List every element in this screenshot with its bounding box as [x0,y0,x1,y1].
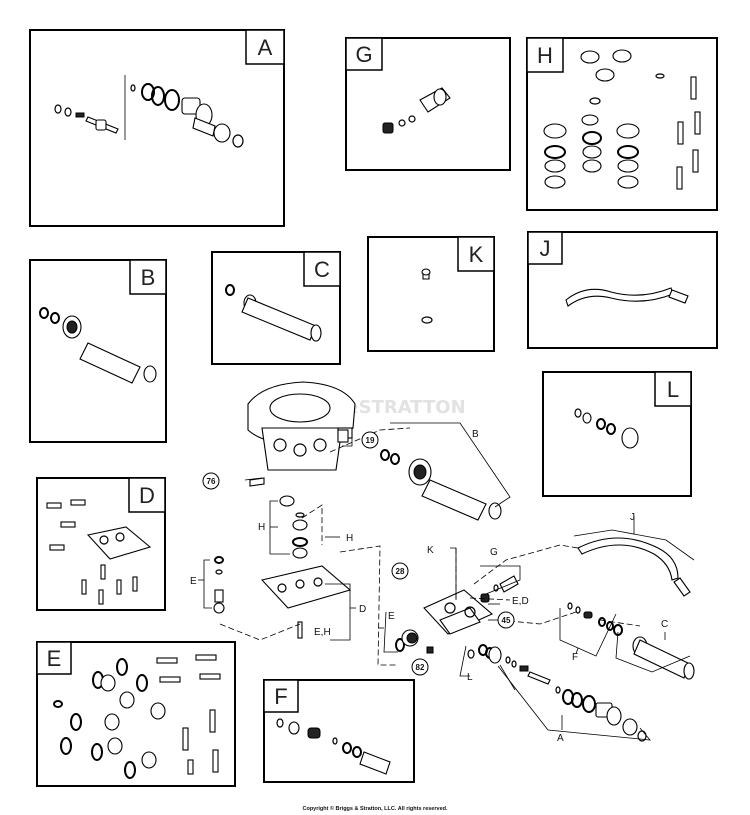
label-h-right: H [346,533,353,544]
label-l: L [467,672,473,683]
panel-b[interactable]: B [29,259,167,443]
label-g: G [490,547,498,558]
label-j: J [630,512,635,523]
svg-text:76: 76 [207,477,216,486]
label-eh: E,H [314,627,331,638]
assembly-pump-head [395,537,695,742]
label-f: F [572,652,578,663]
callout-82[interactable]: 82 [411,658,429,676]
label-d: D [359,604,366,615]
pump-assembly [213,381,356,639]
panel-a-letter: A [258,35,273,60]
label-ed: E,D [512,596,529,607]
svg-text:28: 28 [396,567,405,576]
panel-b-letter: B [141,265,156,290]
panel-j[interactable]: J [527,231,718,349]
callout-76[interactable]: 76 [202,472,220,490]
callout-19[interactable]: 19 [361,431,379,449]
label-h-left: H [258,522,265,533]
label-b: B [472,429,479,440]
panel-d[interactable]: D [36,477,166,611]
svg-text:19: 19 [366,436,375,445]
panel-h-letter: H [537,43,553,68]
label-e-left: E [190,576,197,587]
panel-l[interactable]: L [542,371,692,497]
label-k: K [427,545,434,556]
panel-j-letter: J [540,236,551,261]
assembly-b [380,449,502,521]
svg-text:82: 82 [416,663,425,672]
panel-k-letter: K [469,242,484,267]
label-e-middle: E [388,611,395,622]
watermark: S&STRATTON [330,397,466,418]
copyright-notice: Copyright © Briggs & Stratton, LLC. All … [302,806,448,812]
panel-l-letter: L [667,377,679,402]
panel-d-letter: D [139,483,155,508]
callout-28[interactable]: 28 [391,562,409,580]
panel-e[interactable]: E [36,641,236,787]
svg-text:45: 45 [502,616,511,625]
panel-e-letter: E [47,646,62,671]
label-a: A [557,733,564,744]
panel-g[interactable]: G [345,37,511,171]
panel-c[interactable]: C [211,251,341,365]
panel-a[interactable]: A [29,29,285,227]
panel-g-letter: G [355,42,372,67]
label-c: C [661,619,668,630]
panel-c-letter: C [314,257,330,282]
panel-f-letter: F [274,684,287,709]
panel-h[interactable]: H [526,37,718,211]
panel-f[interactable]: F [263,679,415,783]
callout-45[interactable]: 45 [497,611,515,629]
panel-k[interactable]: K [367,236,495,352]
